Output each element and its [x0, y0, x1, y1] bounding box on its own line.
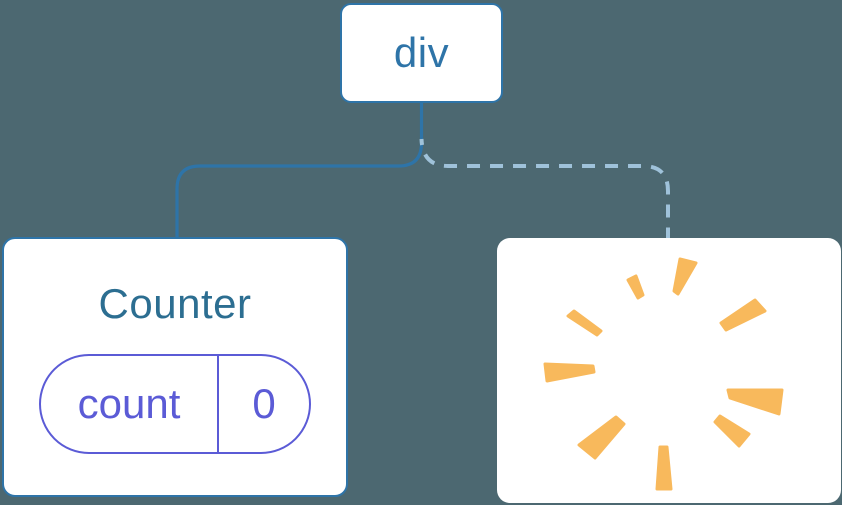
- poof-ray: [566, 309, 603, 337]
- state-value: 0: [252, 380, 276, 427]
- poof-ray: [543, 362, 596, 383]
- poof-ray: [726, 388, 784, 416]
- connector-dashed: [419, 138, 670, 241]
- poof-ray: [655, 445, 673, 491]
- root-node-div: div: [340, 3, 503, 103]
- poof-ray: [719, 298, 767, 332]
- connector-solid: [175, 101, 424, 240]
- counter-component-card: Counter count 0: [2, 237, 348, 497]
- root-node-label: div: [393, 29, 450, 76]
- component-title: Counter: [98, 280, 252, 327]
- poof-ray: [713, 414, 751, 448]
- poof-ray: [626, 274, 645, 300]
- state-pill: count 0: [39, 354, 311, 454]
- poof-ray: [577, 415, 626, 460]
- poof-burst-icon: [543, 257, 784, 491]
- removed-component-card: [497, 238, 841, 503]
- state-key: count: [41, 356, 219, 452]
- poof-ray: [672, 257, 698, 296]
